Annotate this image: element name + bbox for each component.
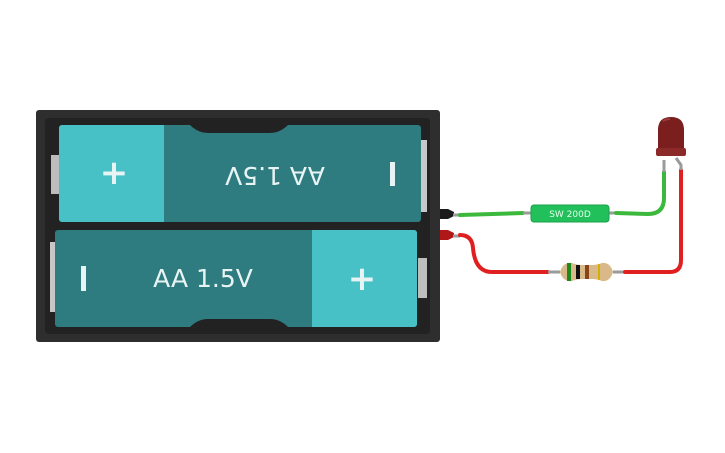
resistor[interactable] [560, 262, 613, 282]
cell-plus-sign: + [348, 259, 377, 299]
cell-plus-sign: + [100, 153, 129, 193]
contact-spring-top-left [51, 155, 59, 194]
wire-positive[interactable] [453, 157, 683, 274]
positive-terminal[interactable] [440, 230, 454, 240]
cell-notch [190, 319, 288, 327]
cell-minus-sign [390, 162, 395, 186]
resistor-band-2 [576, 265, 580, 279]
switch-body [531, 205, 609, 222]
led[interactable] [656, 117, 686, 156]
battery-cell-bottom[interactable]: AA 1.5V + [55, 230, 417, 327]
contact-plate-bottom-left [50, 242, 55, 312]
contact-spring-bottom-right [418, 258, 427, 298]
resistor-band-3 [585, 265, 589, 279]
cell-label: AA 1.5V [153, 264, 253, 293]
tilt-switch[interactable]: SW 200D [530, 204, 610, 223]
wire-negative[interactable] [453, 160, 666, 217]
cell-cap [312, 230, 417, 327]
battery-holder[interactable]: + AA 1.5V AA 1.5V + [36, 110, 454, 342]
led-dome [658, 117, 684, 152]
switch-label: SW 200D [549, 210, 591, 220]
contact-plate-top-right [421, 140, 427, 212]
resistor-band-1 [567, 263, 571, 281]
cell-minus-sign [81, 266, 86, 291]
cell-notch [190, 125, 288, 133]
cell-label: AA 1.5V [225, 161, 325, 190]
cell-cap [59, 125, 164, 222]
led-rim [656, 148, 686, 156]
battery-cell-top[interactable]: + AA 1.5V [59, 125, 421, 222]
resistor-band-4 [598, 264, 600, 280]
negative-terminal[interactable] [440, 209, 454, 219]
led-highlight [662, 118, 671, 122]
